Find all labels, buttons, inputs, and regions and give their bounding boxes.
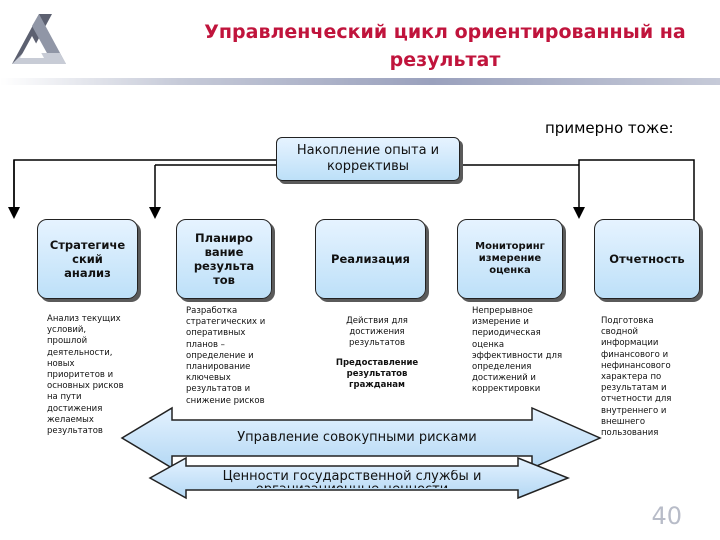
stage-label: Мониторинг измерение оценка <box>475 241 545 276</box>
stage-description: Подготовка сводной информации финансовог… <box>601 316 672 439</box>
title-divider <box>0 78 720 85</box>
risk-band-label: Управление совокупными рисками <box>237 430 477 445</box>
feedback-arrow-right-outer <box>573 159 695 253</box>
stage-description: Действия для достижения результатов Пред… <box>327 316 427 391</box>
stage-description: Разработка стратегических и оперативных … <box>186 306 266 406</box>
note-text: примерно тоже: <box>545 119 674 137</box>
stage-description: Непрерывное измерение и периодическая оц… <box>472 306 563 395</box>
accumulation-box: Накопление опыта и коррективы <box>276 137 460 181</box>
stage-monitoring: Мониторинг измерение оценка <box>457 219 563 299</box>
stage-label: Стратегиче ский анализ <box>49 238 126 280</box>
stage-label: Планиро вание результа тов <box>193 231 255 287</box>
values-band-label: Ценности государственной службы и органи… <box>222 470 482 488</box>
accumulation-box-label: Накопление опыта и коррективы <box>296 143 440 174</box>
stage-results-planning: Планиро вание результа тов <box>176 219 272 299</box>
stage-description-bold: Предоставление результатов гражданам <box>335 357 419 391</box>
stage-description-text: Действия для достижения результатов <box>346 316 408 349</box>
stage-label: Реализация <box>331 252 410 266</box>
risk-band-arrow <box>120 406 602 470</box>
page-title: Управленческий цикл ориентированный на р… <box>204 21 686 71</box>
stage-label: Отчетность <box>609 252 685 266</box>
stage-description: Анализ текущих условий, прошлой деятельн… <box>47 314 124 437</box>
stage-reporting: Отчетность <box>594 219 700 299</box>
values-band-arrow <box>148 456 571 500</box>
stage-strategic-analysis: Стратегиче ский анализ <box>37 219 138 299</box>
page-number: 40 <box>651 502 682 530</box>
stage-implementation: Реализация <box>315 219 426 299</box>
logo-impossible-triangle-icon <box>12 14 66 64</box>
